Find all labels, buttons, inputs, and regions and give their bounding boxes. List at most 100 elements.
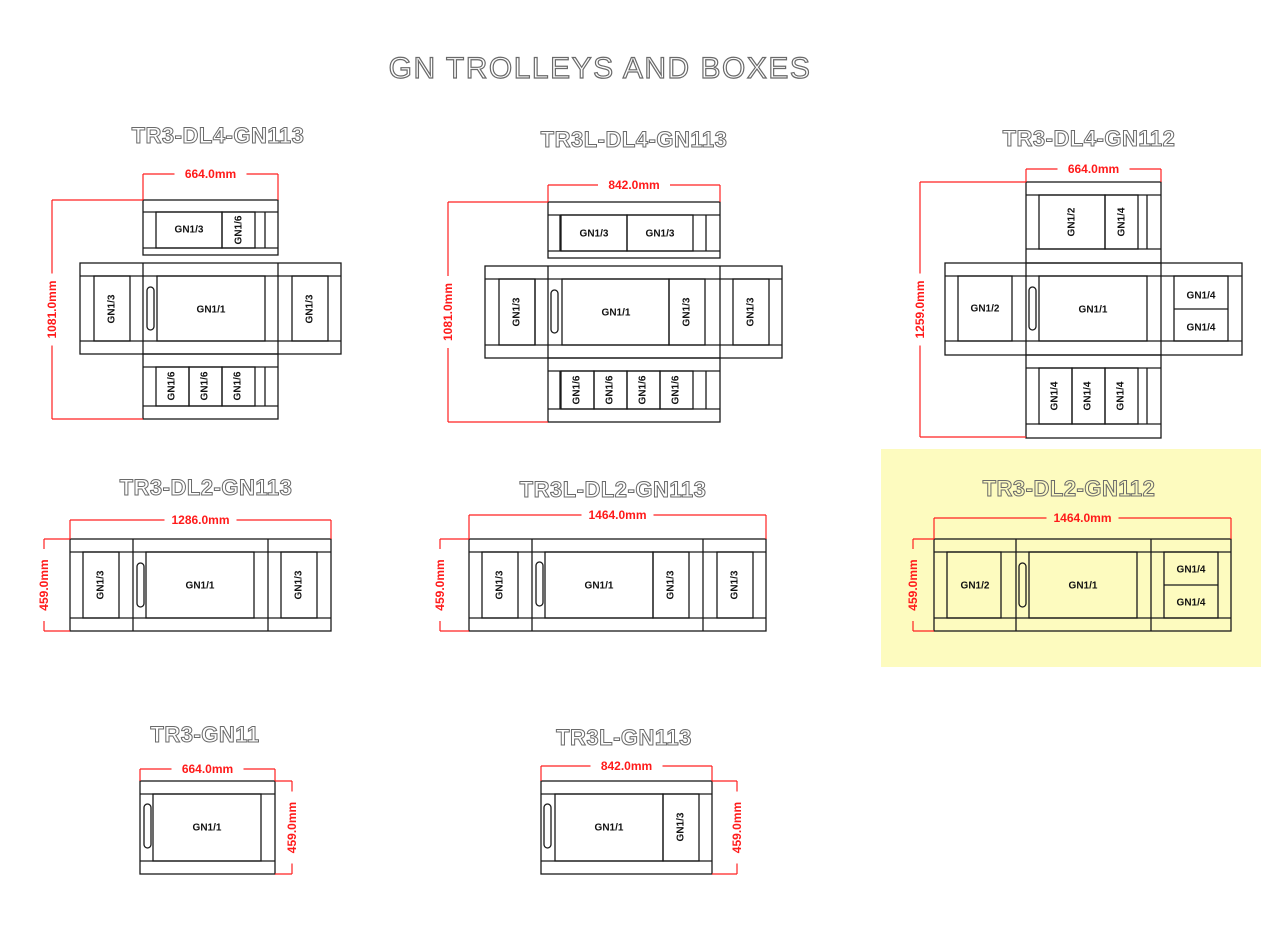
trolley-frame	[139, 780, 276, 875]
pan	[156, 275, 266, 342]
width-dimension-label: 1286.0mm	[171, 513, 229, 527]
trolley-frame	[540, 780, 713, 875]
middle-frame	[484, 265, 783, 359]
pan-label: GN1/3	[96, 570, 107, 599]
pan-label: GN1/3	[746, 297, 757, 326]
trolley-title-tr3-dl2-gn112: TR3-DL2-GN112	[982, 476, 1156, 502]
pan-label: GN1/6	[200, 371, 211, 400]
pan	[221, 366, 256, 407]
height-dimension-label: 459.0mm	[37, 559, 51, 610]
pan-label: GN1/4	[1177, 565, 1206, 576]
pan-label: GN1/3	[107, 294, 118, 323]
trolley-tr3-gn11: GN1/1 664.0mm 459.0mm	[139, 762, 299, 875]
pan	[152, 793, 262, 862]
dimension-label-bg	[906, 549, 920, 621]
pan	[93, 275, 131, 342]
dimension-label-bg	[164, 513, 237, 526]
pan	[732, 278, 770, 346]
pan-label: GN1/3	[294, 570, 305, 599]
pan	[946, 551, 1002, 619]
pan-label: GN1/1	[193, 823, 222, 834]
handle-icon	[143, 803, 152, 849]
dimension-label-bg	[174, 167, 247, 180]
trolley-title-tr3-dl4-gn113: TR3-DL4-GN113	[131, 123, 305, 149]
pan-label: GN1/1	[585, 581, 614, 592]
pan-label: GN1/3	[495, 570, 506, 599]
pan-label: GN1/4	[1187, 291, 1216, 302]
handle-icon	[146, 286, 155, 331]
top-box	[142, 199, 279, 256]
pan-label: GN1/3	[512, 297, 523, 326]
top-box	[1025, 181, 1162, 264]
pan-label: GN1/3	[682, 297, 693, 326]
height-dimension-label: 459.0mm	[285, 802, 299, 853]
pan-label: GN1/6	[234, 215, 245, 244]
dimension-label-bg	[285, 791, 299, 864]
pan	[626, 214, 694, 252]
bottom-box	[142, 353, 279, 420]
pan-label: GN1/2	[1067, 207, 1078, 236]
dimension-label-bg	[590, 759, 663, 772]
trolley-title-tr3l-dl4-gn113: TR3L-DL4-GN113	[540, 127, 728, 153]
width-dimension-label: 1464.0mm	[1053, 511, 1111, 525]
pan-label: GN1/4	[1117, 207, 1128, 236]
pan-label: GN1/6	[572, 375, 583, 404]
trolley-title-tr3-dl2-gn113: TR3-DL2-GN113	[119, 475, 293, 501]
height-dimension-label: 459.0mm	[906, 559, 920, 610]
bottom-box	[1025, 354, 1162, 439]
height-dimension-label: 1259.0mm	[913, 280, 927, 338]
height-dimension-label: 459.0mm	[433, 559, 447, 610]
pan-label: GN1/1	[602, 308, 631, 319]
pan-label: GN1/6	[671, 375, 682, 404]
dimension-label-bg	[433, 549, 447, 621]
pan-label: GN1/3	[730, 570, 741, 599]
pan	[957, 275, 1013, 342]
trolley-title-tr3-dl4-gn112: TR3-DL4-GN112	[1002, 126, 1176, 152]
pan	[668, 278, 706, 346]
handle-icon	[535, 561, 544, 607]
pan-label: GN1/4	[1177, 598, 1206, 609]
dimension-label-bg	[171, 762, 244, 775]
top-box	[547, 201, 721, 259]
width-dimension-label: 664.0mm	[182, 762, 233, 776]
pan	[659, 370, 694, 410]
dimension-label-bg	[37, 549, 51, 621]
dimension-label-bg	[730, 791, 744, 864]
dimension-label-bg	[913, 273, 927, 346]
bottom-box	[547, 357, 721, 423]
pan-label: GN1/3	[580, 229, 609, 240]
pan	[291, 275, 329, 342]
dimension-label-bg	[441, 276, 455, 348]
dimension-label-bg	[1046, 511, 1119, 524]
pan-label: GN1/3	[305, 294, 316, 323]
handle-icon	[543, 803, 552, 849]
pan	[481, 551, 519, 619]
trolley-title-tr3-gn11: TR3-GN11	[150, 722, 260, 748]
pan	[716, 551, 754, 619]
pan-label: GN1/1	[1069, 581, 1098, 592]
pan-label: GN1/3	[666, 570, 677, 599]
pan	[221, 211, 256, 249]
height-dimension-label: 1081.0mm	[45, 280, 59, 338]
height-dimension-label: 459.0mm	[730, 802, 744, 853]
trolley-title-tr3l-gn113: TR3L-GN113	[556, 725, 692, 751]
width-dimension-label: 842.0mm	[608, 178, 659, 192]
width-dimension-label: 664.0mm	[1068, 162, 1119, 176]
height-dimension-label: 1081.0mm	[441, 283, 455, 341]
pan-label: GN1/1	[595, 823, 624, 834]
pan-label: GN1/6	[167, 371, 178, 400]
pan	[1104, 194, 1139, 250]
pan-label: GN1/4	[1083, 381, 1094, 410]
pan-label: GN1/4	[1116, 381, 1127, 410]
pan	[145, 551, 255, 619]
dimension-label-bg	[45, 273, 59, 346]
pan-label: GN1/2	[971, 304, 1000, 315]
handle-icon	[1028, 286, 1037, 331]
pan-label: GN1/4	[1187, 323, 1216, 334]
pan-label: GN1/2	[961, 581, 990, 592]
